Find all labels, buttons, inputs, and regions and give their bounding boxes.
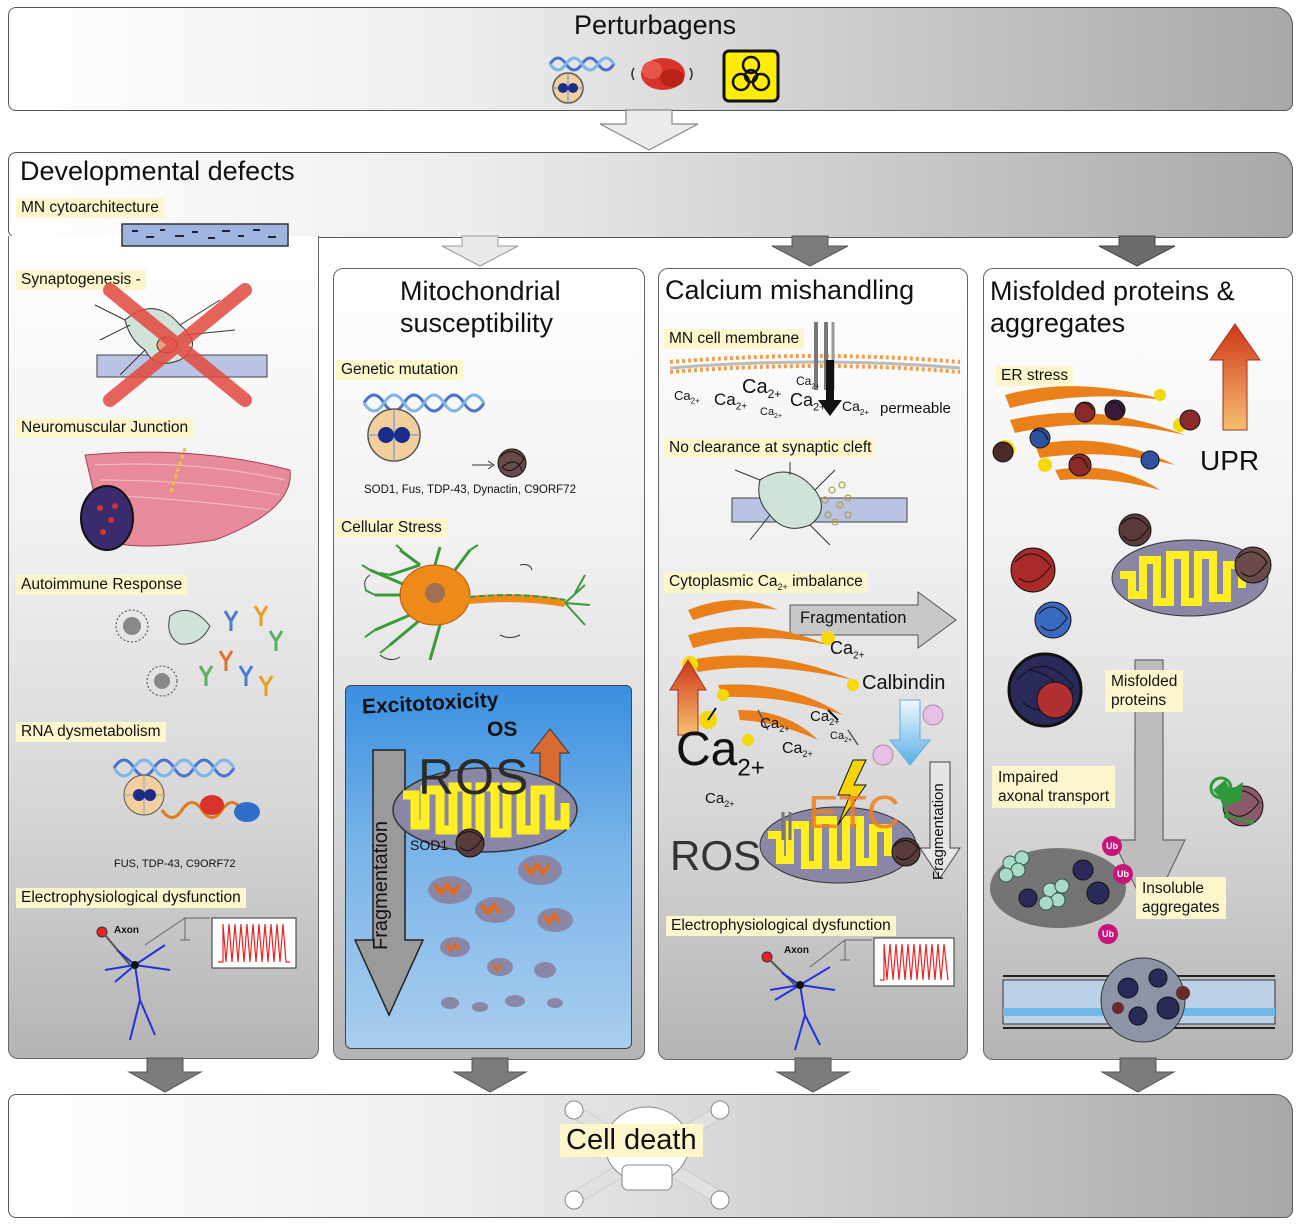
biohazard-icon xyxy=(722,49,780,103)
calcium-axon-label: Axon xyxy=(784,945,809,956)
perturbagens-title: Perturbagens xyxy=(574,10,737,40)
mitochondrial-title: Mitochondrial susceptibility xyxy=(400,276,561,338)
axon-tube-icon xyxy=(121,223,289,247)
ca-ion-large: Ca2+ xyxy=(676,723,765,782)
ub-label: Ub xyxy=(1102,929,1114,939)
ub-label: Ub xyxy=(1117,869,1129,879)
arrow-down-icon xyxy=(127,1057,203,1093)
arrow-down-icon xyxy=(599,109,699,151)
misfolded-title: Misfolded proteins & aggregates xyxy=(990,276,1235,338)
rna-genes-label: FUS, TDP-43, C9ORF72 xyxy=(114,858,236,870)
ca-ion: Ca2+ xyxy=(782,740,813,760)
arrow-down-icon xyxy=(1100,1057,1176,1093)
synapse-icon xyxy=(731,462,908,546)
cytoplasmic-imbalance-label: Cytoplasmic Ca2+ imbalance xyxy=(664,572,868,594)
mito-cluster-icon xyxy=(353,728,578,1017)
calcium-fragmentation-vertical-label: Fragmentation xyxy=(930,783,947,880)
ca-ion: Ca2+ xyxy=(760,715,790,734)
er-stress-icon xyxy=(992,323,1261,490)
ca-ion: Ca2+ xyxy=(796,374,820,391)
calcium-fragmentation-label: Fragmentation xyxy=(800,609,907,627)
calcium-title: Calcium mishandling xyxy=(665,275,915,305)
neuron-electrode-icon xyxy=(761,937,955,1051)
perturbagens-band xyxy=(8,7,1293,111)
insoluble-aggregates-icon: Ub Ub Ub xyxy=(990,836,1276,1043)
ca-ion: Ca2+ xyxy=(714,390,748,413)
cellular-stress-label: Cellular Stress xyxy=(336,518,447,538)
permeable-label: permeable xyxy=(880,400,951,417)
genetic-mutation-label: Genetic mutation xyxy=(336,360,464,380)
mito-ros-label: ROS xyxy=(418,749,530,805)
misfolded-mito-icon xyxy=(1007,513,1272,917)
sod1-label: SOD1 xyxy=(410,837,449,853)
immune-cells-icon xyxy=(115,605,284,697)
ca-ion: Ca2+ xyxy=(760,406,783,421)
arrow-down-icon xyxy=(1098,235,1176,267)
autoimmune-label: Autoimmune Response xyxy=(16,575,188,595)
calcium-ros-label: ROS xyxy=(670,832,762,879)
upr-label: UPR xyxy=(1200,445,1260,476)
neuron-icon xyxy=(361,544,591,661)
ca-ion: Ca2+ xyxy=(810,708,840,727)
muscle-icon xyxy=(80,447,291,551)
os-label: OS xyxy=(487,718,518,741)
misfolded-proteins-label: Misfolded proteins xyxy=(1105,670,1184,712)
mito-fragmentation-label: Fragmentation xyxy=(370,821,392,950)
developmental-band xyxy=(8,152,1293,238)
er-golgi-calcium-icon xyxy=(669,591,961,884)
mn-cell-membrane-label: MN cell membrane xyxy=(664,329,805,349)
dna-mutation-icon xyxy=(548,56,616,104)
mito-genes-label: SOD1, Fus, TDP-43, Dynactin, C9ORF72 xyxy=(364,484,576,496)
er-stress-label: ER stress xyxy=(996,366,1074,386)
calcium-electro-label: Electrophysiological dysfunction xyxy=(666,916,896,936)
mn-cytoarchitecture-label: MN cytoarchitecture xyxy=(16,198,164,218)
cell-death-label: Cell death xyxy=(560,1124,703,1157)
axon-label: Axon xyxy=(114,925,139,936)
dna-mutation-icon xyxy=(362,393,527,478)
arrow-down-icon xyxy=(452,1057,528,1093)
developmental-title: Developmental defects xyxy=(20,156,295,186)
rna-dysmetabolism-label: RNA dysmetabolism xyxy=(16,722,166,742)
cell-membrane-icon xyxy=(669,322,961,416)
calcium-ions: Ca2+ Ca2+ Ca2+ Ca2+ Ca2+ Ca2+ Ca2+ perme… xyxy=(670,360,960,420)
toxic-cloud-icon xyxy=(631,58,693,90)
etc-label: ETC xyxy=(808,786,900,838)
ca-ion: Ca2+ xyxy=(842,398,870,417)
nmj-label: Neuromuscular Junction xyxy=(16,418,194,438)
ca-ion: Ca2+ xyxy=(830,638,865,662)
arrow-down-icon xyxy=(771,235,849,267)
ub-label: Ub xyxy=(1106,841,1118,851)
neuron-electrode-icon xyxy=(96,917,297,1041)
impaired-transport-label: Impaired axonal transport xyxy=(992,766,1116,808)
ca-ion: Ca2+ xyxy=(742,376,782,401)
ca-ion: Ca2+ xyxy=(674,388,700,406)
insoluble-aggregates-label: Insoluble aggregates xyxy=(1136,877,1226,919)
ca-ion: Ca2+ xyxy=(705,790,735,809)
arrow-down-icon xyxy=(441,235,519,267)
arrow-down-icon xyxy=(775,1057,851,1093)
synapse-crossed-icon xyxy=(94,283,268,407)
electro-dysfunction-label: Electrophysiological dysfunction xyxy=(16,888,246,908)
calbindin-label: Calbindin xyxy=(862,672,946,694)
ca-ion: Ca2+ xyxy=(790,390,826,414)
rna-icon xyxy=(112,758,260,822)
ca-ion: Ca2+ xyxy=(830,730,853,745)
no-clearance-label: No clearance at synaptic cleft xyxy=(664,438,877,458)
